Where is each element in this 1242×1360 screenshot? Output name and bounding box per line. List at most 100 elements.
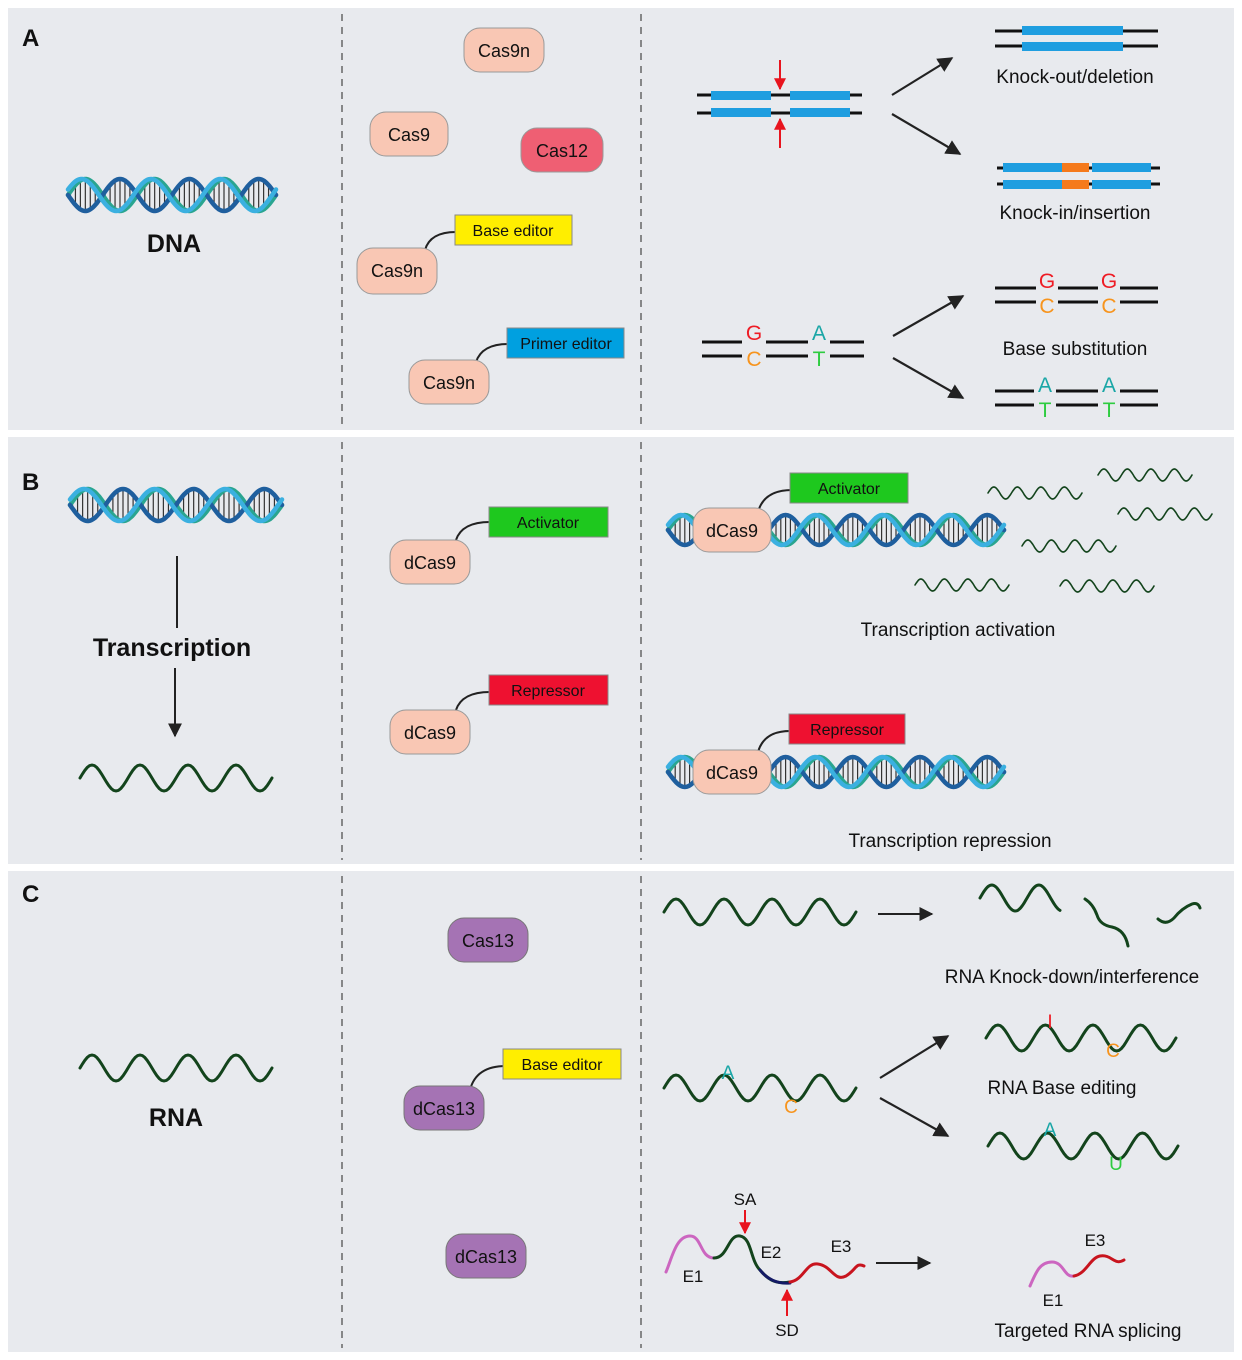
dcas13-splicing-protein: dCas13 (445, 1233, 527, 1279)
dcas9-repressor-complex: Repressor dCas9 (389, 674, 609, 755)
panel-c-letter: C (22, 881, 39, 908)
svg-text:Cas9n: Cas9n (371, 261, 423, 281)
svg-text:dCas13: dCas13 (413, 1099, 475, 1119)
dcas13-base-editor-complex: Base editor dCas13 (403, 1048, 622, 1131)
arrow-to-gc (892, 295, 965, 337)
knockin-dna (997, 163, 1160, 189)
base-c-source: C (784, 1097, 798, 1118)
svg-text:Primer editor: Primer editor (520, 336, 612, 353)
svg-text:dCas9: dCas9 (404, 553, 456, 573)
svg-text:G: G (1101, 270, 1117, 293)
svg-text:Cas9n: Cas9n (478, 41, 530, 61)
splicing-label: Targeted RNA splicing (995, 1321, 1182, 1342)
knockout-dna (995, 26, 1158, 51)
svg-text:Cas13: Cas13 (462, 931, 514, 951)
dcas9-activator-complex: Activator dCas9 (389, 506, 609, 585)
svg-text:A: A (812, 322, 826, 345)
svg-text:E1: E1 (1043, 1291, 1064, 1310)
svg-text:C: C (1101, 295, 1116, 318)
arrow-to-knockout (891, 57, 954, 96)
cas9-protein: Cas9 (369, 111, 449, 157)
panel-b-letter: B (22, 469, 39, 496)
svg-text:Cas12: Cas12 (536, 141, 588, 161)
panel-c-bg (8, 871, 1234, 1352)
cas9n-top-protein: Cas9n (463, 27, 545, 73)
svg-text:Repressor: Repressor (810, 722, 884, 739)
svg-text:G: G (1039, 270, 1055, 293)
svg-text:dCas9: dCas9 (706, 763, 758, 783)
rna-b-icon (78, 763, 274, 793)
svg-text:C: C (1039, 295, 1054, 318)
transcript-rna-3-icon (1117, 507, 1213, 521)
activation-dcas9-complex: Activator dCas9 (692, 472, 909, 553)
spliced-mrna-diagram: E1 E3 (1028, 1231, 1126, 1310)
pre-mrna-diagram: SA SD E1 E2 E3 (664, 1190, 866, 1340)
rna-base-editing-label: RNA Base editing (988, 1078, 1137, 1099)
knockdown-rna-icon (662, 897, 858, 927)
svg-text:dCas9: dCas9 (706, 521, 758, 541)
panel-a-bg (8, 8, 1234, 430)
rna-fragment-1-icon (978, 883, 1062, 913)
dna-helix-b-icon (67, 486, 285, 524)
svg-text:Base editor: Base editor (522, 1057, 604, 1074)
arrow-to-base-edit-2 (879, 1097, 950, 1137)
svg-text:A: A (1102, 374, 1116, 397)
rna-fragment-2-icon (1083, 897, 1130, 948)
rna-c-icon (78, 1053, 274, 1083)
svg-text:E3: E3 (1085, 1231, 1106, 1250)
rna-fragment-3-icon (1156, 902, 1202, 924)
svg-text:E3: E3 (831, 1237, 852, 1256)
base-u-result: U (1109, 1154, 1123, 1175)
svg-text:G: G (746, 322, 762, 345)
base-c-result: C (1106, 1041, 1120, 1062)
svg-text:Cas9: Cas9 (388, 125, 430, 145)
base-a-source: A (722, 1063, 735, 1084)
base-a-result: A (1044, 1120, 1057, 1141)
svg-text:A: A (1038, 374, 1052, 397)
cas12-protein: Cas12 (520, 127, 604, 173)
svg-text:SA: SA (734, 1190, 757, 1209)
transcript-rna-1-icon (987, 486, 1083, 500)
base-pair-source: G C A T (702, 322, 864, 371)
transcript-rna-4-icon (1021, 539, 1117, 553)
svg-text:Base editor: Base editor (473, 223, 555, 240)
primer-editor-complex: Primer editor Cas9n (408, 327, 625, 405)
dna-label: DNA (147, 230, 201, 258)
base-pair-at: A T A T (995, 374, 1158, 422)
transcript-rna-6-icon (1059, 579, 1155, 593)
knockout-label: Knock-out/deletion (996, 67, 1153, 88)
svg-text:C: C (746, 348, 761, 371)
transcript-rna-5-icon (914, 578, 1010, 592)
cas13-protein: Cas13 (447, 917, 529, 963)
svg-text:E1: E1 (683, 1267, 704, 1286)
svg-text:Cas9n: Cas9n (423, 373, 475, 393)
svg-text:T: T (1103, 399, 1116, 422)
svg-text:dCas9: dCas9 (404, 723, 456, 743)
rna-base-edit-result-1-icon (984, 1023, 1178, 1053)
svg-text:Activator: Activator (517, 515, 580, 532)
knockdown-label: RNA Knock-down/interference (945, 967, 1200, 988)
column-dividers (341, 14, 642, 1348)
base-substitution-label: Base substitution (1003, 339, 1148, 360)
panel-a-letter: A (22, 25, 39, 52)
knockin-label: Knock-in/insertion (999, 203, 1150, 224)
arrow-to-knockin (891, 113, 962, 155)
repression-label: Transcription repression (848, 831, 1051, 852)
arrow-to-at (892, 357, 965, 399)
base-i-result: I (1047, 1012, 1052, 1033)
dna-helix-icon (65, 176, 279, 214)
base-editor-complex: Base editor Cas9n (356, 214, 573, 295)
activation-label: Transcription activation (861, 620, 1056, 641)
svg-text:SD: SD (775, 1321, 799, 1340)
cut-dna-diagram (697, 60, 862, 148)
svg-text:T: T (813, 348, 826, 371)
rna-base-edit-result-2-icon (986, 1131, 1180, 1161)
repression-dcas9-complex: Repressor dCas9 (692, 713, 906, 795)
arrow-to-base-edit-1 (879, 1035, 950, 1079)
base-pair-gc: G C G C (995, 270, 1158, 318)
rna-base-edit-source-icon (662, 1073, 858, 1103)
svg-text:E2: E2 (761, 1243, 782, 1262)
rna-label: RNA (149, 1104, 203, 1132)
svg-text:T: T (1039, 399, 1052, 422)
